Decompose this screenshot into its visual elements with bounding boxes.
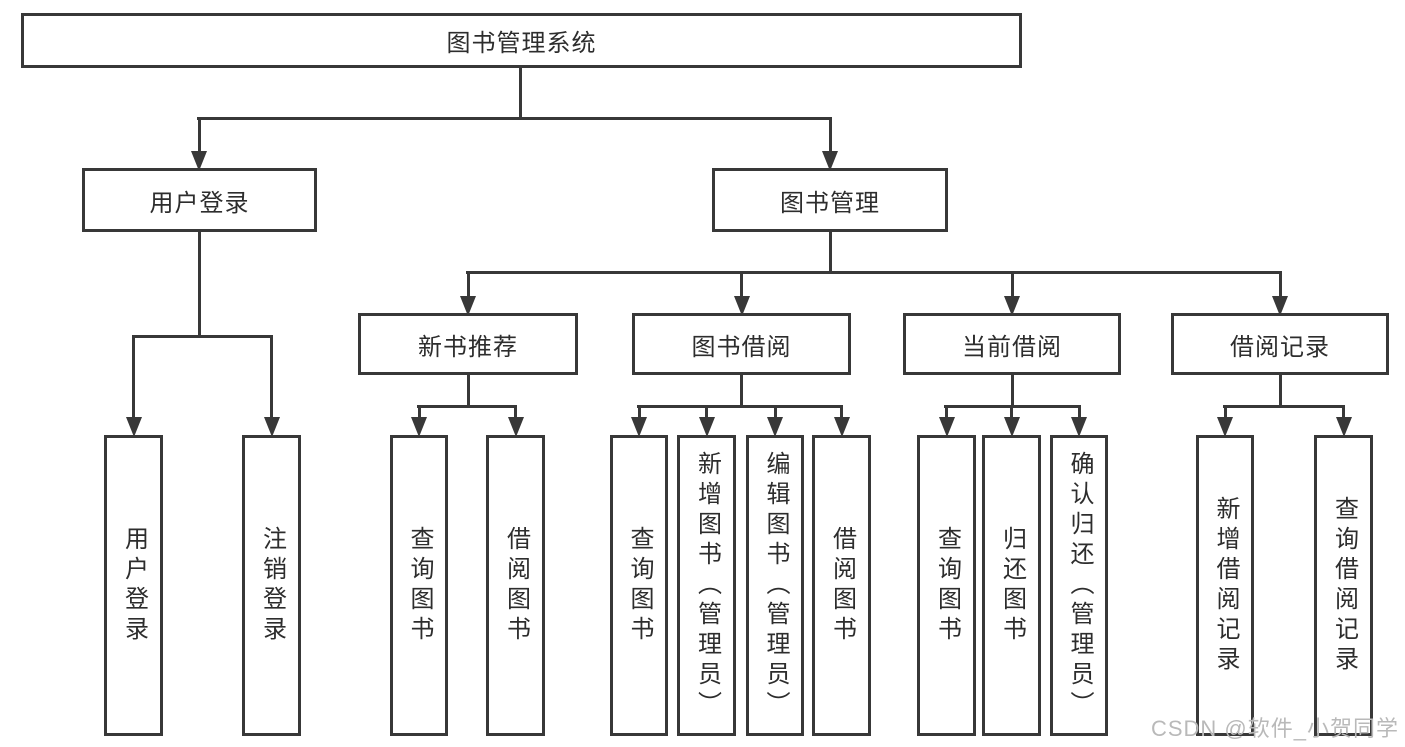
node-box-book-management: 图书管理	[712, 168, 948, 232]
connector-vline	[740, 375, 743, 408]
node-label-root: 图书管理系统	[446, 30, 597, 57]
arrow-down-icon	[733, 296, 750, 316]
connector-drop-vline	[1342, 405, 1345, 422]
arrow-down-icon	[1335, 417, 1352, 437]
connector-vline	[1010, 375, 1014, 408]
arrow-down-icon	[263, 417, 280, 437]
arrow-down-icon	[938, 417, 955, 437]
arrow-down-icon	[411, 417, 427, 437]
leaf-box-user-login: 用户登录	[104, 435, 163, 736]
leaf-label-user-login: 用户登录	[120, 525, 148, 646]
arrow-down-icon	[125, 417, 142, 437]
node-box-user-login: 用户登录	[82, 168, 317, 232]
node-label-new-book-recommend: 新书推荐	[418, 333, 518, 361]
connector-vline	[828, 232, 832, 274]
node-label-current-borrow: 当前借阅	[962, 333, 1062, 361]
leaf-box-query-borrow-record: 查询借阅记录	[1314, 435, 1373, 736]
connector-drop-vline	[773, 405, 777, 422]
leaf-box-return-books: 归还图书	[982, 435, 1041, 736]
arrow-down-icon	[191, 151, 207, 171]
leaf-box-confirm-return-admin: 确认归还（管理员）	[1050, 435, 1108, 736]
connector-drop-vline	[1278, 271, 1282, 301]
node-box-current-borrow: 当前借阅	[903, 313, 1121, 375]
csdn-watermark: CSDN @软件_小贺同学	[1150, 716, 1399, 741]
connector-hline	[637, 404, 843, 408]
connector-drop-vline	[1077, 405, 1081, 422]
arrow-down-icon	[1272, 296, 1288, 316]
leaf-box-borrow-books-2: 借阅图书	[812, 435, 871, 736]
leaf-box-borrow-books-1: 借阅图书	[486, 435, 545, 736]
connector-vline	[518, 68, 522, 120]
leaf-label-logout: 注销登录	[258, 525, 286, 646]
leaf-label-add-borrow-record: 新增借阅记录	[1212, 495, 1239, 676]
connector-hline	[132, 334, 273, 338]
node-label-user-login: 用户登录	[149, 189, 250, 217]
connector-drop-vline	[1010, 271, 1014, 301]
connector-drop-vline	[740, 271, 743, 301]
connector-drop-vline	[197, 117, 201, 156]
leaf-label-edit-books-admin: 编辑图书（管理员）	[762, 450, 789, 721]
node-box-borrow-records: 借阅记录	[1171, 313, 1389, 375]
arrow-down-icon	[833, 417, 850, 437]
arrow-down-icon	[631, 417, 647, 437]
leaf-label-query-books-1: 查询图书	[406, 525, 433, 646]
leaf-label-query-books-2: 查询图书	[626, 525, 653, 646]
node-label-book-management: 图书管理	[780, 189, 880, 217]
arrow-down-icon	[1004, 296, 1020, 316]
arrow-down-icon	[1071, 417, 1087, 437]
arrow-down-icon	[507, 417, 524, 437]
leaf-label-add-books-admin: 新增图书（管理员）	[693, 450, 721, 721]
leaf-box-query-books-2: 查询图书	[610, 435, 668, 736]
connector-drop-vline	[840, 405, 843, 422]
connector-drop-vline	[417, 405, 421, 422]
leaf-box-query-books-1: 查询图书	[390, 435, 448, 736]
arrow-down-icon	[767, 417, 783, 437]
arrow-down-icon	[822, 151, 838, 171]
connector-drop-vline	[705, 405, 708, 422]
arrow-down-icon	[460, 296, 476, 316]
leaf-label-confirm-return-admin: 确认归还（管理员）	[1066, 450, 1093, 721]
connector-drop-vline	[466, 271, 470, 301]
connector-vline	[1278, 375, 1282, 408]
leaf-label-return-books: 归还图书	[998, 525, 1026, 646]
arrow-down-icon	[698, 417, 715, 437]
leaf-box-add-books-admin: 新增图书（管理员）	[677, 435, 736, 736]
connector-hline	[466, 270, 1282, 274]
leaf-box-edit-books-admin: 编辑图书（管理员）	[746, 435, 804, 736]
connector-hline	[1223, 404, 1345, 408]
connector-hline	[417, 404, 517, 408]
leaf-label-query-books-3: 查询图书	[933, 525, 961, 646]
connector-hline	[197, 116, 832, 120]
node-label-book-borrow: 图书借阅	[691, 333, 792, 361]
connector-vline	[197, 232, 201, 338]
connector-drop-vline	[514, 405, 517, 422]
connector-drop-vline	[637, 405, 641, 422]
node-box-new-book-recommend: 新书推荐	[358, 313, 578, 375]
connector-drop-vline	[828, 117, 832, 156]
node-box-root: 图书管理系统	[21, 13, 1022, 68]
leaf-box-logout: 注销登录	[242, 435, 301, 736]
connector-drop-vline	[945, 405, 948, 422]
connector-vline	[466, 375, 470, 408]
leaf-label-borrow-books-2: 借阅图书	[828, 525, 856, 646]
node-box-book-borrow: 图书借阅	[632, 313, 851, 375]
leaf-box-add-borrow-record: 新增借阅记录	[1196, 435, 1254, 736]
leaf-box-query-books-3: 查询图书	[917, 435, 976, 736]
connector-drop-vline	[270, 335, 273, 422]
connector-drop-vline	[1223, 405, 1227, 422]
connector-drop-vline	[1010, 405, 1013, 422]
node-label-borrow-records: 借阅记录	[1230, 333, 1330, 361]
leaf-label-borrow-books-1: 借阅图书	[502, 525, 530, 646]
arrow-down-icon	[1217, 417, 1233, 437]
connector-drop-vline	[132, 335, 135, 422]
arrow-down-icon	[1003, 417, 1020, 437]
leaf-label-query-borrow-record: 查询借阅记录	[1330, 495, 1358, 676]
